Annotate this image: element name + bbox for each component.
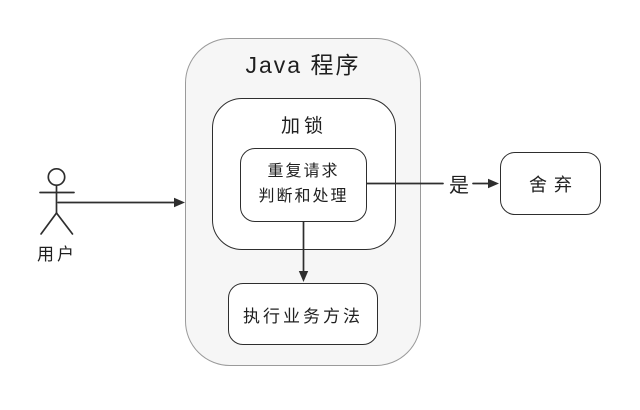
yes-edge-label: 是 [449, 175, 469, 197]
duplicate-check-label-line2: 判断和处理 [258, 188, 349, 205]
execute-business-box: 执行业务方法 [228, 283, 378, 345]
java-program-label: Java 程序 [245, 52, 361, 78]
user-label: 用户 [37, 245, 77, 264]
arrow-user-to-program [57, 197, 185, 208]
discard-label: 舍弃 [529, 174, 579, 195]
discard-box: 舍弃 [500, 152, 601, 215]
execute-business-label: 执行业务方法 [243, 306, 363, 326]
lock-label: 加锁 [280, 116, 327, 137]
user-figure-icon [39, 167, 75, 235]
duplicate-check-box: 重复请求 判断和处理 [240, 148, 367, 222]
duplicate-check-label-line1: 重复请求 [267, 163, 340, 181]
